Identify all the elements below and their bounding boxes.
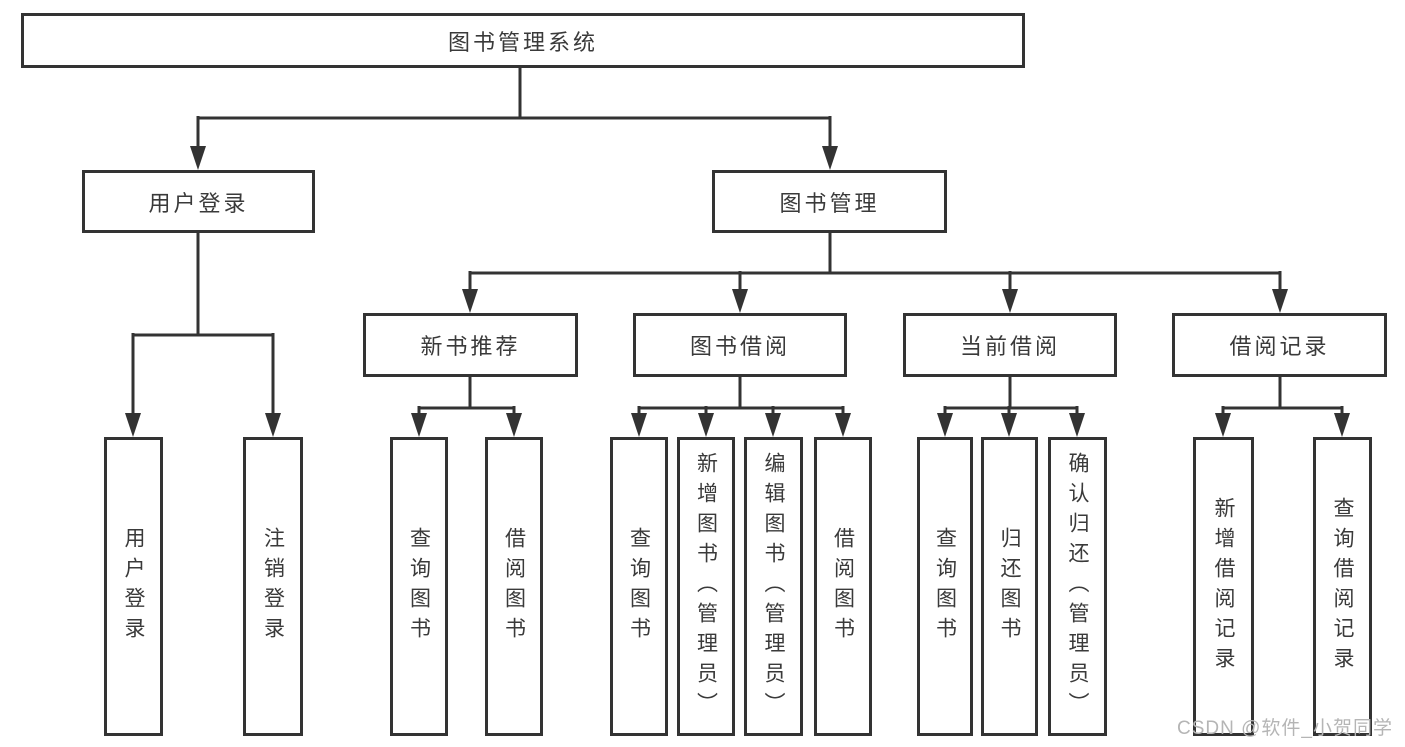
- leaf-user-login: 用户登录: [104, 437, 163, 736]
- node-label: 借阅记录: [1229, 334, 1330, 359]
- leaf-query-books: 查询图书: [390, 437, 448, 736]
- node-label: 图书借阅: [689, 334, 790, 359]
- leaf-label: 查询图书: [627, 526, 651, 647]
- leaf-borrow-books: 借阅图书: [485, 437, 543, 736]
- leaf-label: 查询借阅记录: [1331, 496, 1354, 677]
- leaf-borrow-books: 借阅图书: [814, 437, 872, 736]
- leaf-label: 归还图书: [998, 526, 1021, 647]
- leaf-add-borrow-record: 新增借阅记录: [1193, 437, 1254, 736]
- node-book-borrowing: 图书借阅: [633, 313, 847, 377]
- leaf-label: 确认归还（管理员）: [1066, 451, 1089, 722]
- csdn-watermark: CSDN @软件_小贺同学: [1177, 718, 1393, 739]
- leaf-label: 新增借阅记录: [1212, 496, 1235, 677]
- node-label: 当前借阅: [959, 334, 1060, 359]
- leaf-label: 用户登录: [122, 526, 145, 647]
- leaf-label: 新增图书（管理员）: [694, 451, 718, 722]
- leaf-confirm-return-admin: 确认归还（管理员）: [1048, 437, 1107, 736]
- node-book-management: 图书管理: [712, 170, 947, 233]
- leaf-logout: 注销登录: [243, 437, 303, 736]
- leaf-add-books-admin: 新增图书（管理员）: [677, 437, 735, 736]
- node-label: 图书管理系统: [447, 29, 598, 55]
- leaf-return-books: 归还图书: [981, 437, 1038, 736]
- leaf-label: 注销登录: [261, 526, 285, 647]
- leaf-query-borrow-record: 查询借阅记录: [1313, 437, 1372, 736]
- leaf-label: 编辑图书（管理员）: [762, 451, 785, 722]
- node-label: 新书推荐: [420, 334, 521, 359]
- leaf-query-books: 查询图书: [610, 437, 668, 736]
- node-library-system: 图书管理系统: [21, 13, 1025, 68]
- node-new-book-recommendation: 新书推荐: [363, 313, 578, 377]
- node-borrowing-records: 借阅记录: [1172, 313, 1387, 377]
- node-current-borrowing: 当前借阅: [903, 313, 1117, 377]
- leaf-label: 借阅图书: [502, 526, 526, 647]
- arrowheads: [125, 146, 1350, 437]
- node-user-login: 用户登录: [82, 170, 315, 233]
- leaf-query-books: 查询图书: [917, 437, 973, 736]
- leaf-edit-books-admin: 编辑图书（管理员）: [744, 437, 803, 736]
- node-label: 用户登录: [148, 190, 249, 216]
- leaf-label: 查询图书: [407, 526, 431, 647]
- node-label: 图书管理: [779, 190, 880, 216]
- leaf-label: 查询图书: [933, 526, 957, 647]
- leaf-label: 借阅图书: [831, 526, 855, 647]
